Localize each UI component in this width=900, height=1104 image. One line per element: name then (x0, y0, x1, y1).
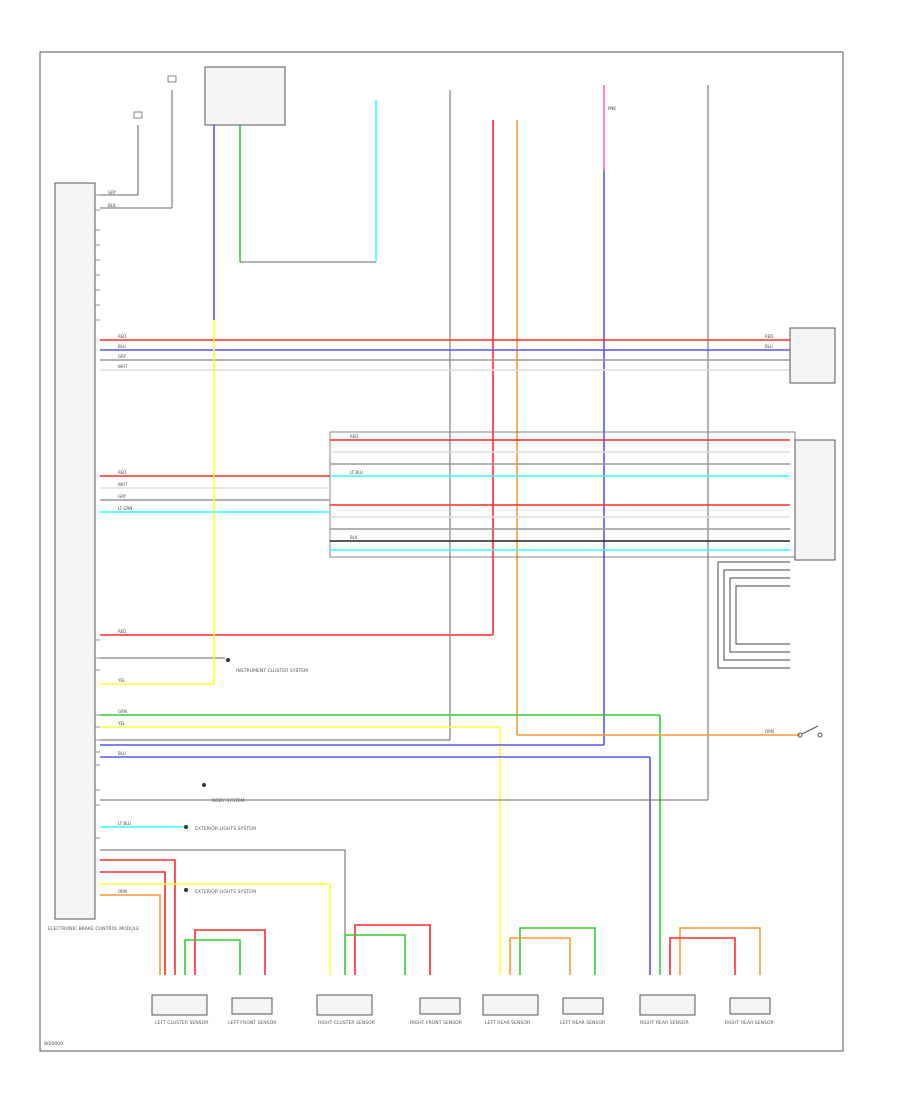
wire-code: BLU (118, 751, 126, 756)
diagram-code: W00000 (44, 1041, 63, 1047)
wire-code: RED (765, 334, 773, 339)
wire-code: LT BLU (118, 821, 131, 826)
wire-code: GRY (108, 190, 117, 195)
sensor-label-5: LEFT REAR SENSOR (485, 1020, 531, 1026)
sensor-box-3 (316, 994, 373, 1016)
bottom-feeds (100, 849, 346, 975)
sensor-box-6 (562, 997, 604, 1015)
wire-code: WHT (118, 482, 128, 487)
sensor-label-7: RIGHT REAR SENSOR (640, 1020, 690, 1026)
callout-4: EXTERIOR LIGHTS SYSTEM (184, 888, 256, 895)
sensor-box-2 (231, 997, 273, 1015)
module-pin-ticks (95, 194, 100, 839)
module-can-wires (100, 475, 330, 513)
wire-code: YEL (117, 678, 126, 683)
top-connector-wires (213, 100, 377, 320)
right-switch (797, 725, 823, 738)
top-connector-block (204, 66, 286, 126)
wire-code: PNK (608, 106, 616, 111)
wire-code: BLU (118, 344, 126, 349)
sensor-label-4: RIGHT FRONT SENSOR (410, 1020, 463, 1026)
right-module-upper (789, 327, 836, 384)
main-module-label: ELECTRONIC BRAKE CONTROL MODULE (48, 926, 139, 932)
wire-code-tags: GRY BLK RED BLU GRY WHT RED BLU RED WHT … (108, 106, 774, 894)
callout-2: BODY SYSTEM (202, 783, 245, 804)
wire-code: ORN (118, 889, 127, 894)
callout-1: INSTRUMENT CLUSTER SYSTEM (226, 658, 308, 674)
wire-code: BLK (350, 535, 358, 540)
callout-exterior-lights-1: EXTERIOR LIGHTS SYSTEM (195, 826, 256, 832)
can-bus-block (329, 431, 796, 558)
wire-code: YEL (117, 721, 126, 726)
wire-code: GRN (118, 709, 127, 714)
diagram-frame (39, 51, 844, 1052)
wire-code: LT GRN (118, 506, 132, 511)
sensor-box-1 (151, 994, 208, 1016)
sensor-boxes (151, 994, 771, 1016)
wire-code: RED (350, 434, 358, 439)
wire-code: RED (118, 629, 126, 634)
sensor-box-4 (419, 997, 461, 1015)
main-module-block (54, 182, 96, 920)
sensor-label-3: RIGHT CLUSTER SENSOR (318, 1020, 376, 1026)
wire-code: WHT (118, 364, 128, 369)
upper-bus (100, 339, 790, 371)
top-power-feeds (100, 75, 177, 209)
wire-code: RED (118, 334, 126, 339)
sensor-loops (184, 924, 761, 975)
callout-instrument-cluster: INSTRUMENT CLUSTER SYSTEM (236, 668, 308, 674)
sensor-box-8 (729, 997, 771, 1015)
wire-code: RED (118, 470, 126, 475)
wire-code: ORN (765, 729, 774, 734)
sensor-box-5 (482, 994, 539, 1016)
callout-exterior-lights-2: EXTERIOR LIGHTS SYSTEM (195, 889, 256, 895)
mid-lower-wires (100, 320, 800, 975)
sensor-label-2: LEFT FRONT SENSOR (228, 1020, 277, 1026)
sensor-label-6: LEFT REAR SENSOR (560, 1020, 606, 1026)
sensor-label-8: RIGHT REAR SENSOR (725, 1020, 775, 1026)
wire-code: BLU (765, 344, 773, 349)
fuse-feeds (449, 85, 709, 800)
callout-body-system: BODY SYSTEM (212, 798, 245, 804)
wire-code: GRY (118, 354, 127, 359)
sensor-box-7 (639, 994, 696, 1016)
wire-code: GRY (118, 494, 127, 499)
wire-code: BLK (108, 203, 116, 208)
sensor-label-1: LEFT CLUSTER SENSOR (155, 1020, 209, 1026)
callout-3: EXTERIOR LIGHTS SYSTEM (184, 825, 256, 832)
wire-code: LT BLU (350, 470, 363, 475)
right-loop-wires (717, 561, 790, 669)
right-module-middle (794, 439, 836, 561)
